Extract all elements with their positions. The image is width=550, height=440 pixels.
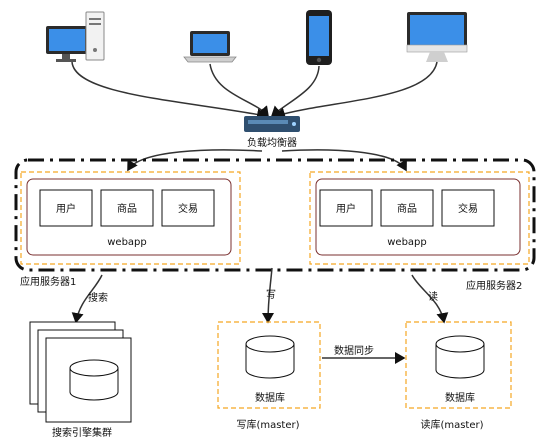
search-cluster-label: 搜索引擎集群 [52,426,112,439]
lower-connections [71,267,449,364]
imac-icon [406,12,468,62]
desktop-pc-icon [46,11,105,62]
module-user-2: 用户 [336,202,356,215]
edge-label-write: 写 [266,289,276,301]
laptop-icon [183,31,237,63]
write-db-label: 数据库 [255,391,285,404]
search-cluster-icon [29,321,132,423]
module-goods-1: 商品 [117,202,137,215]
write-db-caption: 写库(master) [236,418,299,431]
read-db-box [405,321,512,409]
edge-label-read: 读 [428,290,438,303]
read-db-caption: 读库(master) [420,418,483,431]
app-server-2-label: 应用服务器2 [466,279,522,292]
webapp-label-2: webapp [387,237,427,248]
smartphone-icon [306,10,332,65]
app-server-2 [309,171,530,265]
webapp-label-1: webapp [107,237,147,248]
load-balancer-icon [244,116,300,132]
module-goods-2: 商品 [397,202,417,215]
write-db-box [217,321,321,409]
module-trade-1: 交易 [178,202,198,215]
module-trade-2: 交易 [458,202,478,215]
edge-label-search: 搜索 [88,291,108,304]
client-connections [71,61,438,121]
app-server-1 [20,171,241,265]
module-user-1: 用户 [56,202,76,215]
lb-connections [127,149,407,172]
app-server-1-label: 应用服务器1 [20,275,76,288]
read-db-label: 数据库 [445,391,475,404]
edge-label-sync: 数据同步 [334,344,374,357]
load-balancer-label: 负载均衡器 [247,136,297,149]
